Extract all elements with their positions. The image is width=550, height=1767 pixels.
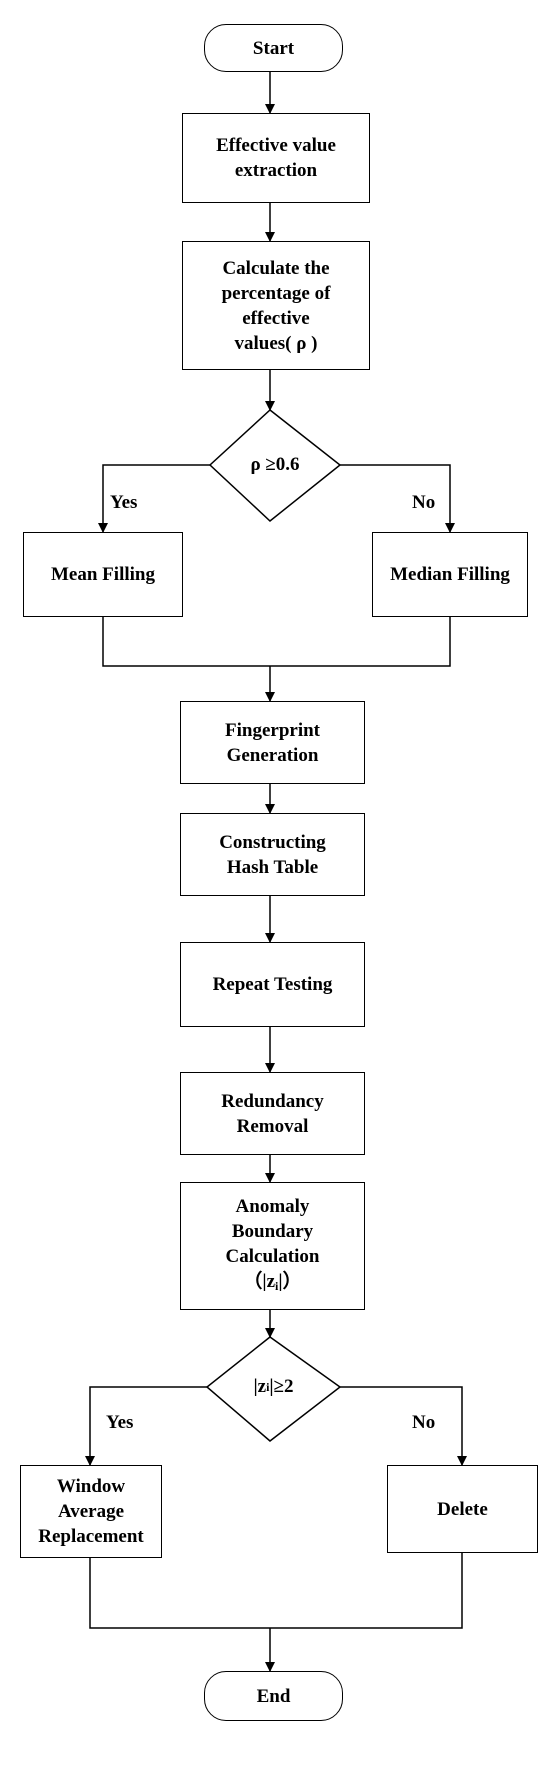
decision-rho-diamond [208, 409, 342, 522]
rho-yes-label: Yes [110, 492, 138, 513]
median-filling-box: Median Filling [372, 532, 528, 617]
calculate-percentage-label: Calculate the percentage of effective va… [221, 257, 331, 354]
anomaly-boundary-label: Anomaly Boundary Calculation [225, 1195, 320, 1267]
repeat-testing-label: Repeat Testing [212, 974, 333, 995]
constructing-hash-table-box: Constructing Hash Table [180, 813, 365, 896]
fingerprint-generation-box: Fingerprint Generation [180, 701, 365, 784]
redundancy-removal-box: Redundancy Removal [180, 1072, 365, 1155]
arrow-rho-yes [98, 464, 210, 533]
window-average-replacement-label: Window Average Replacement [38, 1476, 144, 1547]
line-mean-down [102, 617, 451, 667]
window-average-replacement-box: Window Average Replacement [20, 1465, 162, 1558]
arrow-rho-no [340, 464, 455, 533]
anomaly-boundary-formula: （|zi|） [243, 1270, 302, 1293]
arrow-z-no [340, 1386, 467, 1466]
decision-z-diamond [205, 1336, 342, 1442]
end-label: End [256, 1685, 291, 1707]
z-yes-label: Yes [106, 1412, 134, 1433]
effective-value-extraction-label: Effective value extraction [216, 135, 336, 181]
anomaly-boundary-box: Anomaly Boundary Calculation （|zi|） [180, 1182, 365, 1310]
redundancy-removal-label: Redundancy Removal [221, 1090, 324, 1137]
line-merge-bottom [89, 1553, 463, 1629]
mean-filling-box: Mean Filling [23, 532, 183, 617]
repeat-testing-box: Repeat Testing [180, 942, 365, 1027]
effective-value-extraction-box: Effective value extraction [182, 113, 370, 203]
delete-box: Delete [387, 1465, 538, 1553]
median-filling-label: Median Filling [390, 564, 510, 585]
delete-label: Delete [437, 1498, 488, 1520]
mean-filling-label: Mean Filling [51, 564, 155, 585]
z-no-label: No [412, 1412, 436, 1433]
fingerprint-generation-label: Fingerprint Generation [225, 719, 320, 766]
rho-no-label: No [412, 492, 436, 513]
calculate-percentage-box: Calculate the percentage of effective va… [182, 241, 370, 370]
decision-rho-label: ρ ≥0.6 [250, 454, 300, 475]
start-label: Start [252, 37, 295, 59]
end-terminal: End [204, 1671, 343, 1721]
start-terminal: Start [204, 24, 343, 72]
arrow-z-yes [85, 1386, 207, 1466]
constructing-hash-table-label: Constructing Hash Table [219, 831, 326, 878]
